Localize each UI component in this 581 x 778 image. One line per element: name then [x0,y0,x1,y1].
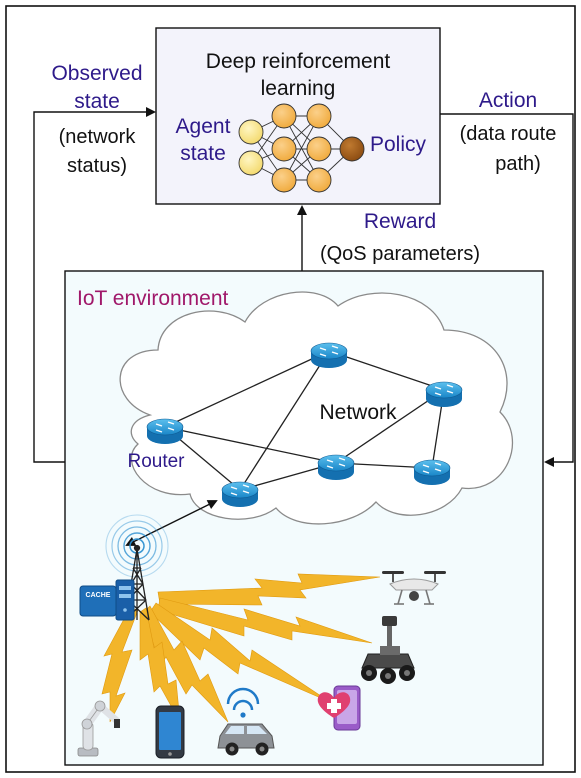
observed-state-arrow [33,107,156,463]
drl-title-line1: Deep reinforcement [206,50,391,73]
network-label: Network [319,401,397,424]
neural-network-icon [238,103,365,193]
reward-line1: Reward [364,210,436,233]
wireless-links [101,573,381,723]
action-line3: path) [495,153,541,175]
drl-title-line2: learning [261,77,336,100]
cache-label: CACHE [86,592,111,599]
router-label: Router [127,451,185,472]
robot-arm-icon [77,700,120,757]
policy-label: Policy [370,133,427,156]
action-arrow [440,113,574,467]
router-icon [413,459,451,485]
ground-robot-icon [361,616,415,684]
router-icon [310,342,348,368]
action-line1: Action [479,89,537,112]
observed-line4: status) [67,155,127,177]
reward-line2: (QoS parameters) [320,243,480,265]
observed-line1: Observed [51,62,142,85]
router-icon [425,381,463,407]
observed-line3: (network [59,126,137,148]
routers-group [146,342,463,507]
health-phone-icon [317,685,361,731]
router-icon [221,481,259,507]
connected-car-icon [217,687,275,756]
agent-label-line2: state [180,142,226,165]
router-icon [146,418,184,444]
tower-router-link-arrow [125,500,218,546]
drone-icon [382,571,446,605]
action-line2: (data route [460,123,557,145]
cache-server-icon: CACHE [79,579,135,621]
iot-environment-title: IoT environment [77,287,229,310]
smartphone-icon [155,705,185,759]
router-icon [317,454,355,480]
agent-label-line1: Agent [176,115,231,138]
observed-line2: state [74,90,120,113]
